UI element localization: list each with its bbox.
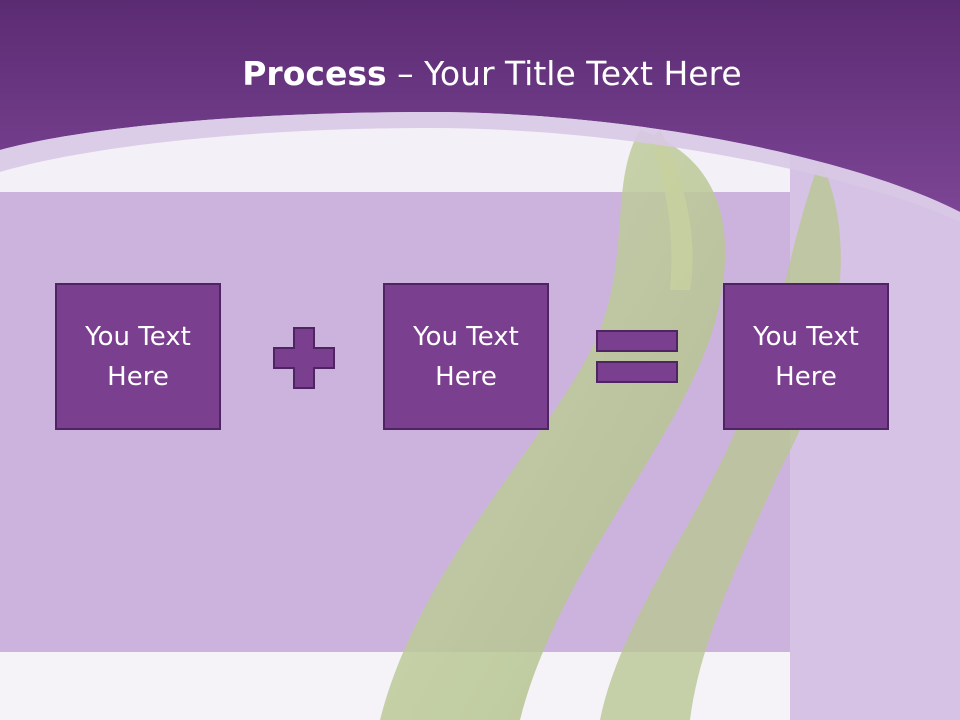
plus-icon (273, 327, 335, 389)
process-step-box[interactable]: You Text Here (723, 283, 889, 430)
process-step-box[interactable]: You Text Here (383, 283, 549, 430)
title-separator: – (386, 54, 425, 93)
slide-title: Process – Your Title Text Here (0, 52, 960, 96)
title-text: Your Title Text Here (424, 54, 742, 93)
title-bold: Process (242, 54, 387, 93)
process-step-text: You Text Here (413, 321, 519, 392)
header-band (0, 0, 960, 212)
equals-icon (596, 330, 678, 383)
process-step-text: You Text Here (85, 321, 191, 392)
process-step-box[interactable]: You Text Here (55, 283, 221, 430)
leaf-image (380, 130, 726, 720)
process-step-text: You Text Here (753, 321, 859, 392)
